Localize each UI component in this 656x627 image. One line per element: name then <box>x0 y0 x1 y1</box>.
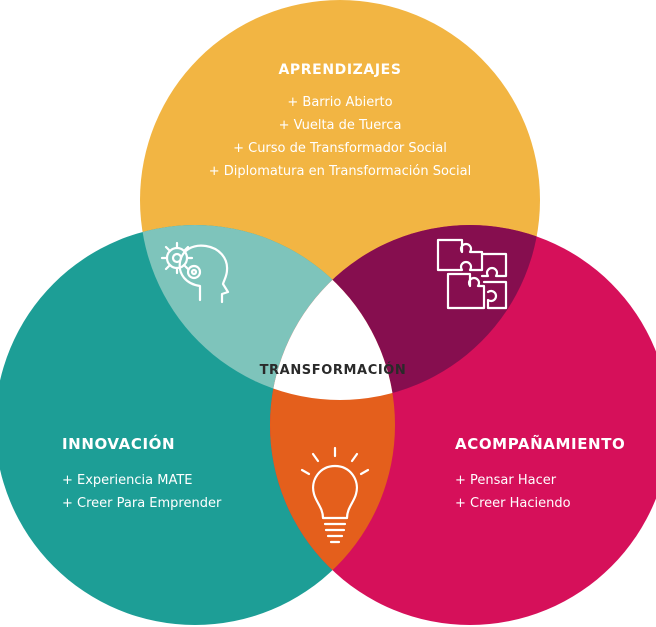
innovacion-item: + Creer Para Emprender <box>62 496 222 511</box>
aprendizajes-title: APRENDIZAJES <box>278 62 401 78</box>
puzzle-icon <box>436 238 508 310</box>
overlap-top-right <box>270 225 540 400</box>
acompanamiento-item: + Pensar Hacer <box>455 473 557 488</box>
center-title: TRANSFORMACIÓN <box>260 362 407 378</box>
head-gears-icon <box>160 241 230 304</box>
aprendizajes-item: + Diplomatura en Transformación Social <box>209 164 472 179</box>
aprendizajes-item: + Curso de Transformador Social <box>233 141 447 156</box>
acompanamiento-item: + Creer Haciendo <box>455 496 571 511</box>
aprendizajes-item: + Barrio Abierto <box>287 95 392 110</box>
acompanamiento-title: ACOMPAÑAMIENTO <box>455 434 625 453</box>
lightbulb-icon <box>300 446 370 544</box>
innovacion-item: + Experiencia MATE <box>62 473 193 488</box>
aprendizajes-item: + Vuelta de Tuerca <box>279 118 402 133</box>
overlap-top-left <box>140 225 395 400</box>
innovacion-title: INNOVACIÓN <box>62 434 175 453</box>
